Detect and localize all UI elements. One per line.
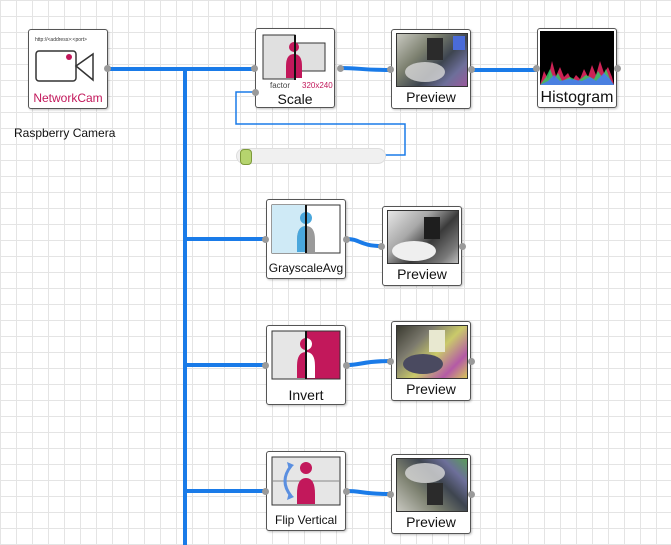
preview-flip-image (396, 458, 468, 512)
histogram-image (540, 31, 614, 85)
scale-param-name: factor (270, 81, 291, 90)
camera-icon (35, 50, 94, 82)
preview-flip-input-port[interactable] (387, 491, 394, 498)
histogram-output-port[interactable] (614, 65, 621, 72)
flip-vertical-icon (271, 456, 341, 506)
scale-label: Scale (277, 91, 313, 107)
preview-gray-label: Preview (397, 266, 447, 282)
wire-flip-preview (346, 489, 392, 496)
flip-node[interactable]: Flip Vertical (266, 451, 346, 531)
networkcam-label: NetworkCam (33, 91, 103, 105)
camera-caption: Raspberry Camera (14, 126, 116, 140)
networkcam-output-port[interactable] (104, 65, 111, 72)
grayscale-icon (271, 204, 341, 254)
histogram-input-port[interactable] (533, 65, 540, 72)
histogram-node[interactable]: Histogram (537, 28, 617, 108)
scale-input-port[interactable] (251, 65, 258, 72)
scale-output-port[interactable] (337, 65, 344, 72)
preview-flip-node[interactable]: Preview (391, 454, 471, 534)
slider-handle[interactable] (240, 149, 252, 165)
flip-output-port[interactable] (343, 488, 350, 495)
preview-scale-node[interactable]: Preview (391, 29, 471, 109)
preview-flip-label: Preview (406, 514, 456, 530)
invert-input-port[interactable] (262, 362, 269, 369)
preview-invert-node[interactable]: Preview (391, 321, 471, 401)
wire-factor-slider (235, 91, 406, 156)
preview-flip-output-port[interactable] (468, 491, 475, 498)
grayscale-output-port[interactable] (343, 236, 350, 243)
scale-node[interactable]: factor 320x240 Scale (255, 28, 335, 108)
factor-slider[interactable] (236, 148, 386, 165)
grayscale-input-port[interactable] (262, 236, 269, 243)
wire-grayscale-preview (346, 237, 383, 248)
invert-output-port[interactable] (343, 362, 350, 369)
preview-gray-image (387, 210, 459, 264)
preview-invert-label: Preview (406, 381, 456, 397)
url-hint: http://<address>:<port> (35, 37, 87, 43)
flip-input-port[interactable] (262, 488, 269, 495)
invert-icon (271, 330, 341, 380)
networkcam-node[interactable]: http://<address>:<port> NetworkCam (28, 29, 108, 109)
wire-scale-preview (340, 66, 392, 72)
preview-scale-label: Preview (406, 89, 456, 105)
preview-gray-node[interactable]: Preview (382, 206, 462, 286)
invert-node[interactable]: Invert (266, 325, 346, 405)
scale-icon (262, 34, 326, 80)
preview-scale-image (396, 33, 468, 87)
invert-label: Invert (288, 387, 324, 403)
scale-factor-port[interactable] (252, 89, 259, 96)
grayscale-label: GrayscaleAvg (268, 261, 344, 275)
scale-param-value: 320x240 (302, 81, 333, 90)
histogram-label: Histogram (540, 89, 614, 106)
grayscale-node[interactable]: GrayscaleAvg (266, 199, 346, 279)
preview-invert-input-port[interactable] (387, 358, 394, 365)
preview-invert-output-port[interactable] (468, 358, 475, 365)
wire-invert-preview (346, 359, 392, 367)
preview-scale-input-port[interactable] (387, 66, 394, 73)
preview-scale-output-port[interactable] (468, 66, 475, 73)
preview-gray-input-port[interactable] (378, 243, 385, 250)
flip-label: Flip Vertical (274, 513, 338, 527)
preview-invert-image (396, 325, 468, 379)
preview-gray-output-port[interactable] (459, 243, 466, 250)
